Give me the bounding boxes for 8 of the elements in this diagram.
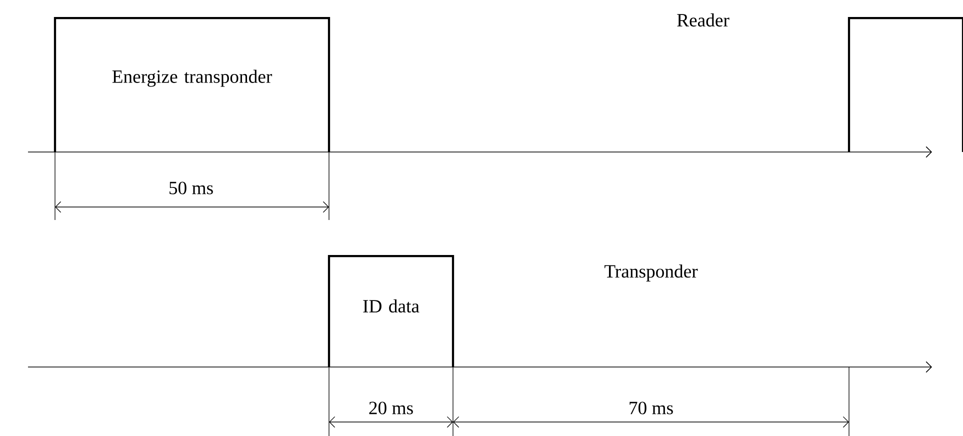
signal-label: Transponder bbox=[604, 264, 698, 282]
duration-label: 50 ms bbox=[170, 182, 213, 194]
pulse-waveform bbox=[848, 16, 963, 152]
duration-label: 70 ms bbox=[630, 402, 673, 414]
pulse-waveform: Energize transponder bbox=[54, 16, 330, 152]
duration-label: 20 ms bbox=[369, 402, 413, 414]
pulse-waveform: ID data bbox=[328, 254, 454, 367]
signal-label: Reader bbox=[677, 13, 730, 27]
